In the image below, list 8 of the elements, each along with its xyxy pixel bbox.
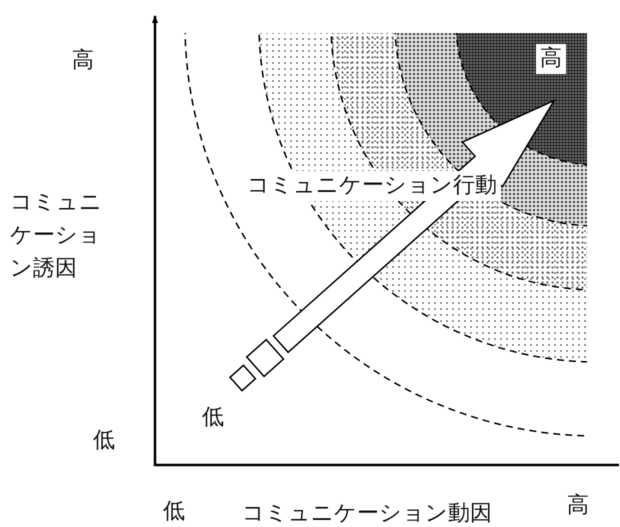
axis-title: コミュニケーション動因 xyxy=(242,500,492,527)
arrow-label: 低 xyxy=(202,404,224,432)
axis-title: コミュニケーション誘因 xyxy=(10,189,103,283)
axis-label: 高 xyxy=(536,44,566,74)
axis-label: 低 xyxy=(163,498,185,526)
axis-label: 低 xyxy=(93,427,115,455)
axis-label: 高 xyxy=(72,47,94,75)
axis-label: 高 xyxy=(567,492,589,520)
